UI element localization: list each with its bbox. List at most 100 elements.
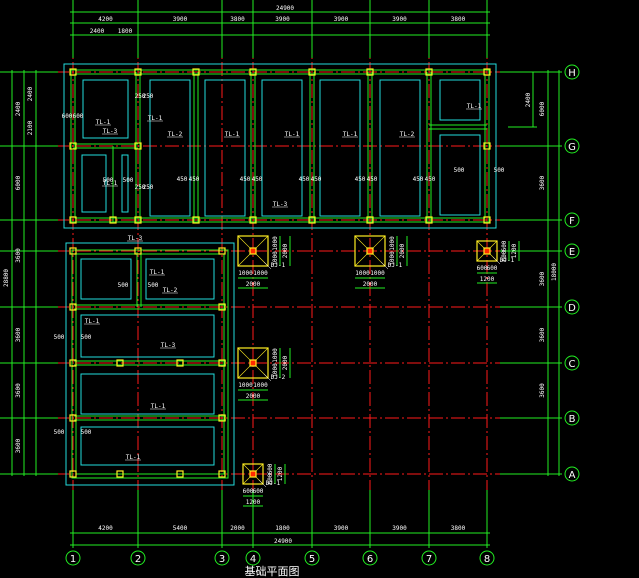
width-label: 250: [135, 93, 146, 100]
footing-dim-text: 1200: [277, 466, 284, 481]
footing-dim-text: 600: [267, 473, 274, 484]
axis-bubble-H: [564, 64, 580, 80]
footing-dim-text: 1200: [480, 276, 495, 283]
width-label: 500: [118, 282, 129, 289]
footing-dim-text: 600: [253, 488, 264, 495]
width-label: 450: [299, 176, 310, 183]
upper-slab-cell: [121, 154, 129, 213]
width-label: 500: [81, 334, 92, 341]
footing-column: [249, 470, 257, 478]
column: [483, 68, 491, 76]
column: [366, 68, 374, 76]
column: [116, 359, 124, 367]
footing-dim-text: 1000: [370, 270, 385, 277]
column: [134, 247, 142, 255]
axis-label-3: 3: [219, 554, 225, 565]
width-label: 450: [252, 176, 263, 183]
lower-slab-cell: [145, 258, 215, 300]
footing-dim-text: 1200: [511, 243, 518, 258]
leader-line: [263, 373, 272, 382]
width-label: 450: [425, 176, 436, 183]
column: [249, 216, 257, 224]
axis-bubble-1: [65, 550, 81, 566]
width-label: 500: [494, 167, 505, 174]
beam-label: TL-1: [151, 403, 166, 410]
axis-label-5: 5: [309, 554, 315, 565]
axis-bubble-2: [130, 550, 146, 566]
footing-dim-text: 1000: [272, 236, 279, 251]
column: [425, 68, 433, 76]
width-label: 450: [367, 176, 378, 183]
footing-dim-text: 1000: [272, 251, 279, 266]
axis-bubble-C: [564, 355, 580, 371]
width-label: 500: [54, 429, 65, 436]
upper-beam-outer: [70, 69, 490, 223]
beam-label: TL-3: [103, 128, 118, 135]
beam-label: TL-1: [467, 103, 482, 110]
beam-label: TL-1: [126, 454, 141, 461]
beam-label: TL-3: [128, 235, 143, 242]
footing-dim-text: 600: [243, 488, 254, 495]
width-label: 500: [454, 167, 465, 174]
footing-dim-text: 2000: [282, 355, 289, 370]
column: [308, 68, 316, 76]
dim-text-bottom: 3900: [392, 525, 407, 532]
column: [218, 470, 226, 478]
width-label: 600: [62, 113, 73, 120]
foundation-outlines: [63, 63, 497, 486]
footing-dim-text: 1000: [238, 382, 253, 389]
axis-bubble-3: [214, 550, 230, 566]
footing-dim-text: 1000: [238, 270, 253, 277]
upper-slab-cell: [319, 79, 361, 217]
footing-pad: [237, 347, 269, 379]
footing-dim-text: 600: [267, 463, 274, 474]
axis-label-E: E: [569, 247, 575, 258]
width-label: 250: [143, 93, 154, 100]
footing-column: [249, 247, 257, 255]
column: [308, 216, 316, 224]
axis-bubble-A: [564, 466, 580, 482]
column: [69, 303, 77, 311]
dim-text-top: 4200: [98, 16, 113, 23]
dim-text-left: 3600: [15, 383, 22, 398]
dim-text-right: 6000: [539, 101, 546, 116]
footing-pad: [476, 240, 498, 262]
footing-dim-text: 2000: [246, 393, 261, 400]
width-label: 450: [413, 176, 424, 183]
width-label: 600: [73, 113, 84, 120]
footing-dim-text: 600: [487, 265, 498, 272]
lower-slab-cell: [80, 426, 215, 466]
dim-text-right: 3600: [539, 271, 546, 286]
dim-text-right: 3600: [539, 175, 546, 190]
axis-label-G: G: [568, 142, 576, 153]
dim-text-top: 3900: [173, 16, 188, 23]
upper-slab-cell: [149, 79, 191, 217]
footing-dim-text: 1000: [272, 348, 279, 363]
axis-label-A: A: [569, 470, 576, 481]
beam-label: TL-1: [225, 131, 240, 138]
footing-dim-text: 1000: [253, 382, 268, 389]
dim-text-right: 3600: [539, 383, 546, 398]
column: [69, 359, 77, 367]
upper-slab-cell: [261, 79, 303, 217]
dim-text-top-total: 24900: [276, 5, 294, 12]
column: [134, 216, 142, 224]
lower-beam-outer: [71, 249, 229, 479]
width-label: 250: [135, 184, 146, 191]
beam-label: TL-1: [85, 318, 100, 325]
footing-label: DJ-1: [388, 262, 403, 269]
dim-text-bottom: 3800: [451, 525, 466, 532]
leader-line: [380, 261, 389, 270]
footing-label: DJ-2: [271, 374, 286, 381]
footing-dim-text: 2000: [246, 281, 261, 288]
dim-text-left: 3600: [15, 327, 22, 342]
column: [69, 247, 77, 255]
beam-label: TL-1: [150, 269, 165, 276]
axis-bubble-F: [564, 212, 580, 228]
axis-label-7: 7: [426, 554, 432, 565]
axis-bubble-8: [479, 550, 495, 566]
column: [192, 216, 200, 224]
width-label: 450: [240, 176, 251, 183]
column: [218, 414, 226, 422]
column: [69, 68, 77, 76]
